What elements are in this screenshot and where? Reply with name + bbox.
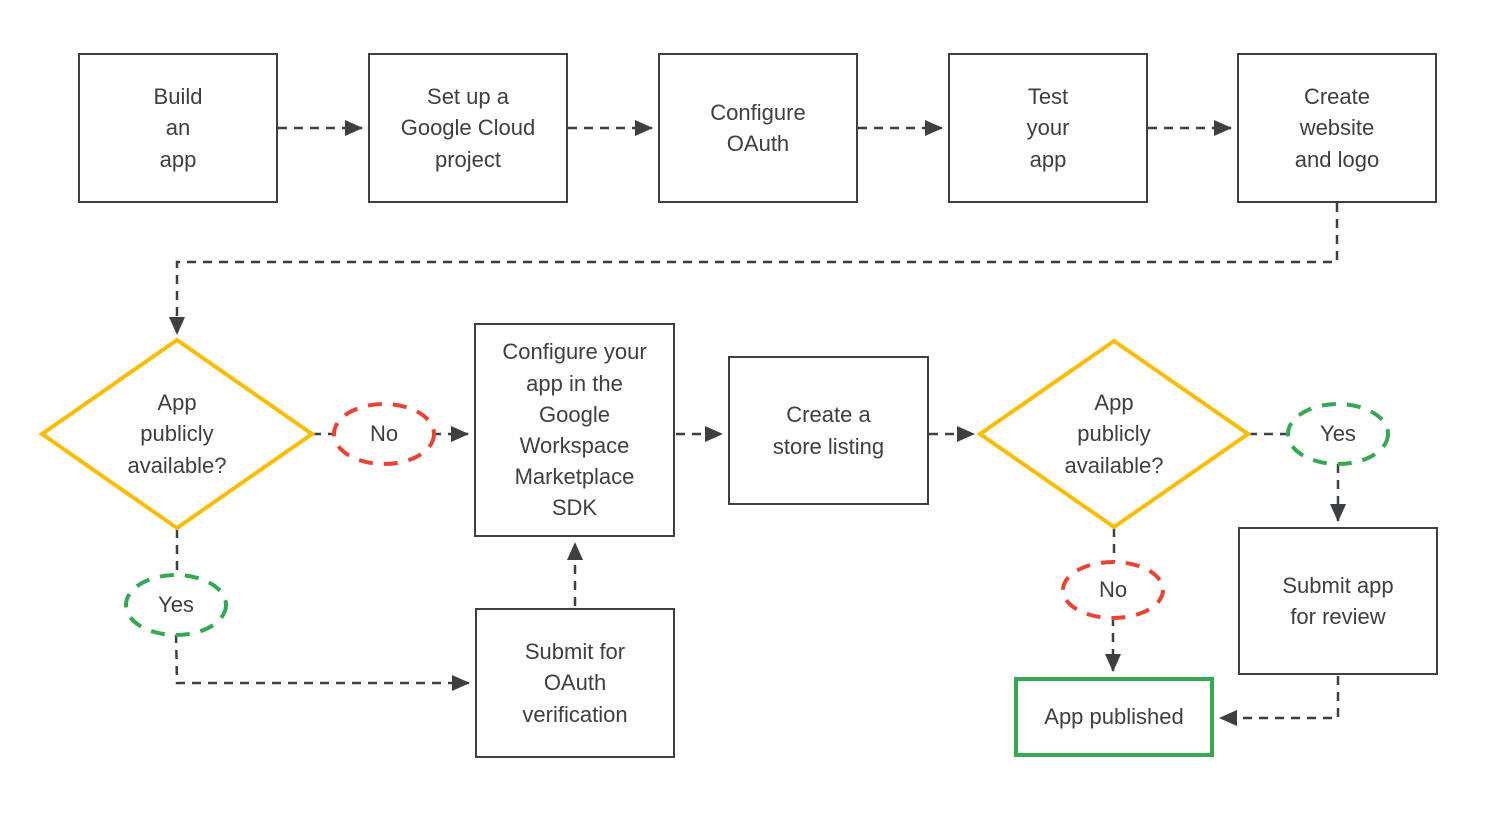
node-store-listing: Create a store listing	[728, 356, 929, 505]
decision-diamond-1	[38, 337, 316, 531]
edge-review-to-published	[1219, 676, 1340, 726]
node-configure-oauth: Configure OAuth	[658, 53, 858, 203]
node-create-website: Create website and logo	[1237, 53, 1437, 203]
yes-oval-1	[124, 573, 228, 637]
node-marketplace-sdk: Configure your app in the Google Workspa…	[474, 323, 675, 537]
node-test-app: Test your app	[948, 53, 1148, 203]
decision-diamond-2	[976, 338, 1252, 530]
node-oauth-verification: Submit for OAuth verification	[475, 608, 675, 758]
yes-oval-2	[1286, 402, 1390, 466]
node-submit-review: Submit app for review	[1238, 527, 1438, 675]
node-app-published: App published	[1014, 677, 1214, 757]
node-build-app: Build an app	[78, 53, 278, 203]
node-cloud-project: Set up a Google Cloud project	[368, 53, 568, 203]
no-oval-2	[1061, 560, 1165, 620]
edge-yes-to-verification	[174, 633, 470, 691]
no-oval-1	[332, 402, 436, 466]
edge-website-to-decision1	[169, 203, 1339, 335]
